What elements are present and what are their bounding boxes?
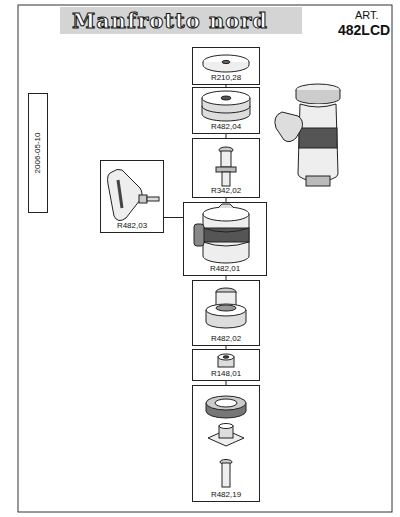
part-number: R482,04	[211, 123, 241, 133]
part-number: R482,03	[117, 222, 147, 232]
part-drawings	[108, 55, 341, 487]
part-frame: R482,19	[192, 385, 260, 502]
part-frame: R482,04	[192, 87, 260, 134]
part-number: R342,02	[211, 187, 241, 197]
part-frame: R482,03	[100, 160, 164, 233]
date-box: 2006-05-10	[28, 93, 48, 213]
part-number: R482,01	[210, 265, 240, 275]
part-frame: R342,02	[192, 138, 260, 198]
part-frame: R482,01	[183, 202, 267, 276]
part-frame: R482,02	[192, 280, 260, 346]
article-caption: ART.	[355, 10, 379, 21]
part-number: R148,01	[211, 370, 241, 380]
part-frame: R148,01	[192, 349, 260, 381]
part-number: R482,19	[211, 491, 241, 501]
part-number: R210,28	[211, 74, 241, 84]
article-number: 482LCD	[338, 23, 390, 37]
page-frame	[18, 5, 392, 512]
assembly-line	[164, 217, 183, 218]
part-frame: R210,28	[192, 47, 260, 85]
brand-title: Manfrotto nord	[72, 10, 268, 31]
title-band	[60, 7, 302, 34]
part-number: R482,02	[211, 335, 241, 345]
date-stamp: 2006-05-10	[34, 133, 42, 174]
